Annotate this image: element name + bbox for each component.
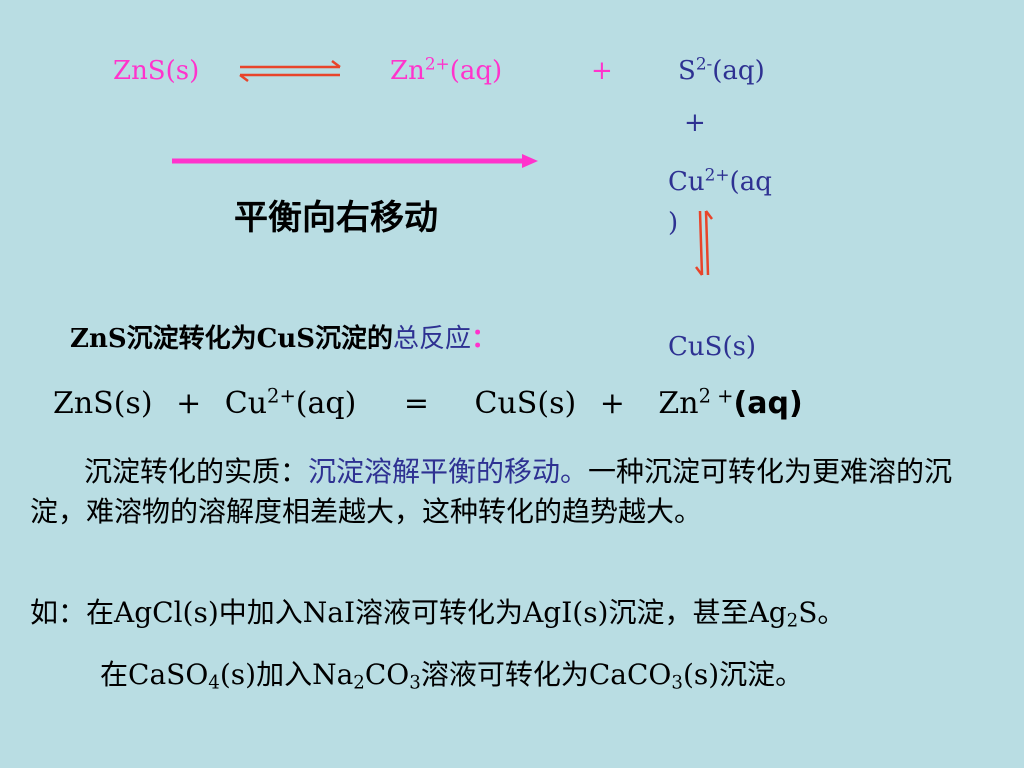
equilibrium-arrow-icon	[239, 60, 341, 82]
cus-solid-label: CuS(s)	[668, 332, 757, 362]
plus-sign: +	[591, 56, 613, 86]
down-arrow-icon	[695, 210, 713, 276]
sulfide-ion-label: S2-(aq)	[678, 53, 765, 86]
shift-label: 平衡向右移动	[234, 198, 438, 238]
right-arrow-icon	[172, 154, 538, 168]
overall-equation: ZnS(s) + Cu2+(aq) = CuS(s) + Zn2 +(aq)	[53, 384, 803, 421]
copper-ion-label-cont: )	[668, 208, 679, 238]
copper-ion-label: Cu2+(aq	[668, 164, 772, 197]
essence-paragraph: 沉淀转化的实质：沉淀溶解平衡的移动。一种沉淀可转化为更难溶的沉淀，难溶物的溶解度…	[30, 455, 953, 528]
zn-ion-label: Zn2+(aq)	[390, 53, 503, 86]
plus-sign-vertical: +	[684, 108, 706, 138]
total-reaction-label: ZnS沉淀转化为CuS沉淀的总反应：	[70, 324, 498, 354]
example-line-1: 如：在AgCl(s)中加入NaI溶液可转化为AgI(s)沉淀，甚至Ag2S。	[30, 596, 846, 632]
zns-solid-label: ZnS(s)	[113, 56, 200, 86]
example-line-2: 在CaSO4(s)加入Na2CO3溶液可转化为CaCO3(s)沉淀。	[100, 658, 804, 694]
